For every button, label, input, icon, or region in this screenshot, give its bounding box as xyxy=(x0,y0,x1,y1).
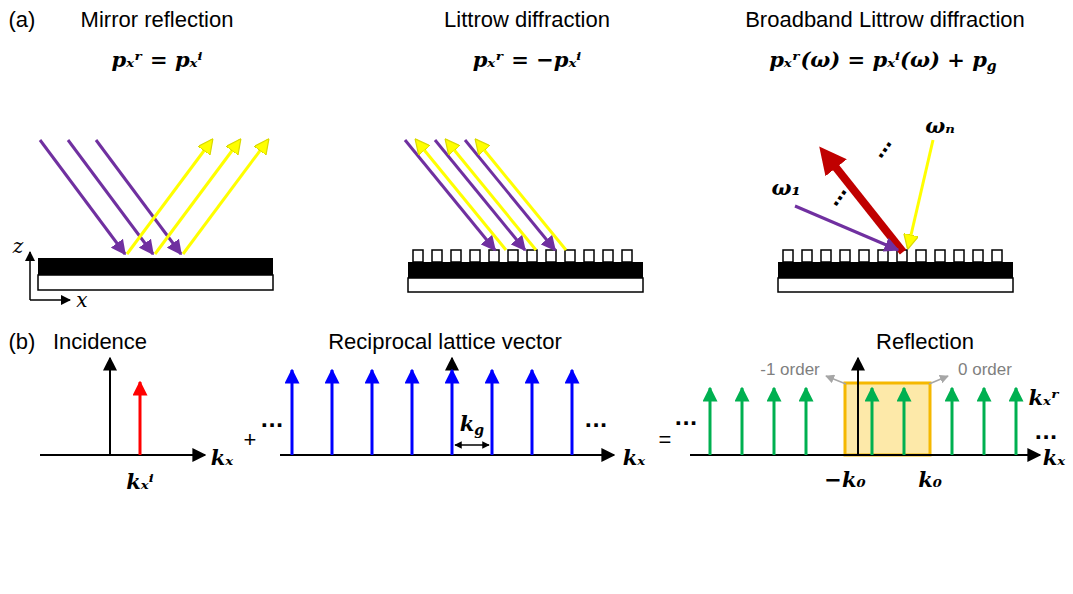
operator-sign: + xyxy=(244,428,257,452)
axis-label: kₓ xyxy=(623,446,645,469)
reciprocal-lattice-vectors xyxy=(292,370,572,455)
equation: pₓʳ = pₓⁱ xyxy=(111,48,202,71)
panel-title: Broadband Littrow diffraction xyxy=(745,8,1025,32)
broadband-grating xyxy=(778,250,1013,292)
axis-label: kₓ xyxy=(211,446,233,469)
ellipsis: ... xyxy=(675,407,698,429)
mirror-substrate xyxy=(38,258,273,290)
ellipsis: ⋯ xyxy=(870,135,899,164)
broadband-rays xyxy=(795,140,933,252)
lattice-spacing-subscript: g xyxy=(474,423,484,438)
ellipsis: ... xyxy=(1035,421,1058,443)
littrow-rays xyxy=(405,140,566,250)
panel-title: Mirror reflection xyxy=(81,8,234,32)
frequency-label: ωₙ xyxy=(925,114,955,137)
tick-label: k₀ xyxy=(918,468,942,491)
panel-title: Littrow diffraction xyxy=(444,8,610,32)
wavevector-label: kₓʳ xyxy=(1028,386,1059,409)
tick-label: −k₀ xyxy=(824,468,865,491)
equation: pₓʳ = −pₓⁱ xyxy=(473,48,582,71)
order-label: -1 order xyxy=(760,361,820,380)
littrow-grating xyxy=(408,250,643,292)
lattice-spacing-label: k xyxy=(460,412,475,435)
lattice-axes xyxy=(280,358,614,455)
panel-title: Reflection xyxy=(876,330,974,354)
axis-label: z xyxy=(13,235,24,257)
panel-title: Incidence xyxy=(53,330,147,354)
equation-subscript: g xyxy=(987,59,997,74)
wavevector-label: kₓⁱ xyxy=(126,470,153,493)
equation: pₓʳ(ω) = pₓⁱ(ω) + p xyxy=(769,48,987,71)
reflected-wavevectors xyxy=(710,388,1016,455)
ellipsis: ... xyxy=(585,409,608,431)
ellipsis: ⋯ xyxy=(825,183,854,212)
incident-wavevector xyxy=(139,382,142,455)
panel-letter: (a) xyxy=(9,8,36,32)
order-leaders xyxy=(826,376,948,384)
lattice-spacing-arrow xyxy=(455,444,489,446)
axis-label: x xyxy=(76,289,87,311)
frequency-label: ω₁ xyxy=(771,176,800,199)
panel-title: Reciprocal lattice vector xyxy=(328,330,562,354)
reflection-axes xyxy=(690,358,1040,455)
panel-letter: (b) xyxy=(9,330,36,354)
incidence-axes xyxy=(40,358,205,455)
order-label: 0 order xyxy=(958,361,1012,380)
operator-sign: = xyxy=(659,428,672,452)
coordinate-axes xyxy=(30,252,70,300)
axis-label: kₓ xyxy=(1043,446,1065,469)
ellipsis: ... xyxy=(261,409,284,431)
mirror-rays xyxy=(40,140,268,254)
